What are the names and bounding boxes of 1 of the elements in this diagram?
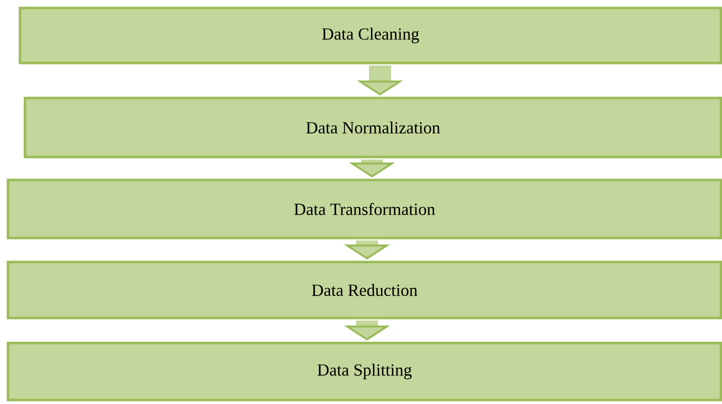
process-box: Data Cleaning: [18, 6, 722, 64]
